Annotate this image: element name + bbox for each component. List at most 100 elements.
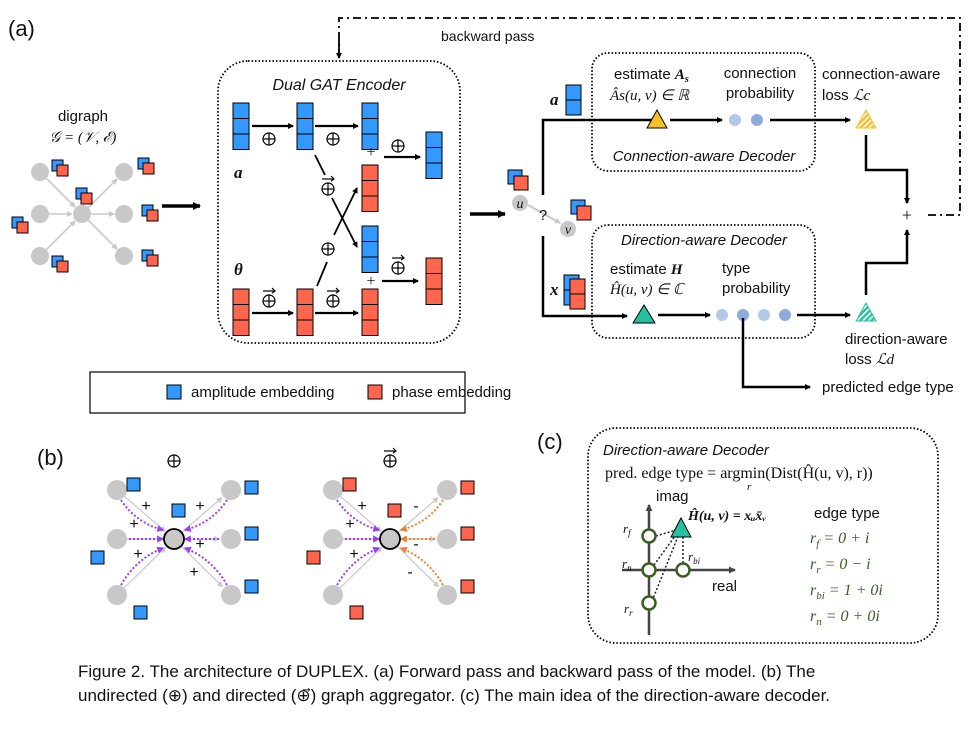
digraph-edge (87, 178, 118, 209)
center-node (163, 528, 185, 550)
embedding-square (342, 477, 357, 492)
undirected-aggregator-icon (262, 132, 276, 146)
label-rf: rf (623, 521, 632, 538)
imag-axis-label: imag (656, 488, 689, 505)
embedding-square (133, 605, 148, 620)
connection-decoder-title: Connection-aware Decoder (613, 148, 797, 165)
phase-embedding-block (361, 288, 379, 336)
panel-b-aggregators: +++++++++--- (90, 447, 475, 620)
cross-line (314, 154, 326, 176)
direction-loss-line2: loss ℒd (845, 351, 895, 368)
query-question-mark: ? (539, 207, 547, 224)
neighbor-node (437, 585, 457, 605)
legend-box (89, 371, 466, 414)
connection-aware-decoder: estimate As Âs(u, v) ∈ ℝ connection prob… (591, 52, 851, 172)
digraph-edge (45, 220, 76, 251)
distance-lines (651, 529, 684, 602)
neighbor-node (221, 480, 241, 500)
label-rr: rr (624, 601, 633, 618)
node-v (560, 221, 576, 237)
losses: connection-aware loss ℒc + direction-awa… (822, 66, 948, 368)
neighbor-node (437, 480, 457, 500)
directed-aggregator-diagram: +++--- (306, 447, 475, 620)
neighbor-node (323, 529, 343, 549)
panel-label-a: (a) (8, 16, 35, 41)
edge-type-item: rn = 0 + 0i (810, 608, 880, 628)
digraph-node (31, 247, 49, 265)
plus-sign: + (366, 273, 375, 290)
predicted-edge-type-arrow (741, 318, 811, 390)
node-embedding-pair (137, 157, 155, 175)
type-prob-dot (779, 309, 791, 321)
aggregation-sign: - (413, 536, 418, 553)
loss-sum-plus: + (902, 205, 912, 225)
embedding-square (244, 526, 259, 541)
complex-branch-arrow (541, 236, 628, 319)
encoder-boundary (217, 60, 461, 344)
branch-x-symbol: x (549, 280, 559, 299)
digraph-title: digraph (58, 108, 108, 125)
connection-estimate-label: estimate As (614, 66, 689, 85)
neighbor-node (323, 585, 343, 605)
message-flow (336, 499, 381, 532)
embedding-square (387, 503, 402, 518)
amplitude-embedding-block (425, 131, 443, 179)
legend: amplitude embedding phase embedding (89, 371, 511, 414)
neighbor-node (221, 585, 241, 605)
message-flow (399, 546, 444, 586)
undirected-aggregator-icon (326, 132, 340, 146)
message-flow (120, 546, 165, 586)
neighbor-node (221, 529, 241, 549)
direction-aware-decoder: Direction-aware Decoder estimate H Ĥ(u, … (591, 224, 851, 390)
cross-arrow-amp-to-phase (331, 197, 358, 248)
amplitude-branch-arrow (541, 117, 663, 195)
embedding-square (460, 526, 475, 541)
message-flow (183, 546, 228, 586)
edge-type-item: rf = 0 + i (810, 530, 869, 550)
panel-label-c: (c) (537, 429, 563, 454)
amplitude-embedding-block (232, 102, 250, 150)
node-v-label: v (565, 223, 572, 238)
direction-estimate-triangle (632, 304, 656, 324)
argmin-subscript: r (747, 481, 752, 493)
figure-caption: Figure 2. The architecture of DUPLEX. (a… (78, 660, 958, 708)
node-embedding-pair (75, 187, 93, 205)
aggregation-sign: + (357, 498, 366, 515)
node-embedding-pair (51, 255, 69, 273)
plus-sign: + (366, 144, 375, 161)
point-rbi (675, 562, 691, 578)
legend-label-amplitude: amplitude embedding (191, 384, 334, 401)
edge-type-item: rr = 0 − i (810, 556, 871, 576)
center-node (379, 528, 401, 550)
legend-swatch-phase (367, 384, 383, 400)
legend-swatch-amplitude (166, 384, 182, 400)
predicted-edge-type-label: predicted edge type (822, 379, 954, 396)
aggregation-sign: + (189, 564, 198, 581)
legend-label-phase: phase embedding (392, 384, 511, 401)
type-prob-dot (737, 309, 749, 321)
amplitude-embedding-block (361, 225, 379, 273)
direction-estimate-label: estimate H (610, 261, 684, 278)
direction-estimate-formula: Ĥ(u, v) ∈ ℂ (609, 281, 686, 298)
direction-decoder-title: Direction-aware Decoder (621, 232, 788, 249)
digraph-node (115, 163, 133, 181)
node-u (512, 195, 528, 211)
embedding-square (90, 550, 105, 565)
input-digraph: digraph 𝒢 = (𝒱, ℰ) (11, 108, 159, 273)
connection-loss-line1: connection-aware (822, 66, 940, 83)
connection-loss-to-sum-arrow (864, 135, 910, 204)
real-axis-label: real (712, 578, 737, 595)
embedding-square (460, 480, 475, 495)
point-rn (641, 562, 657, 578)
backward-pass-line (338, 17, 961, 216)
digraph-node (115, 205, 133, 223)
cross-line (316, 261, 328, 287)
branch-a-symbol: a (550, 90, 559, 109)
aggregation-sign: + (133, 546, 142, 563)
digraph-node (31, 163, 49, 181)
directed-aggregator-icon (391, 254, 405, 275)
node-embedding-pair (51, 159, 69, 177)
edge-type-title: edge type (814, 505, 880, 522)
aggregation-sign: + (345, 516, 354, 533)
undirected-aggregator-icon (391, 139, 405, 153)
